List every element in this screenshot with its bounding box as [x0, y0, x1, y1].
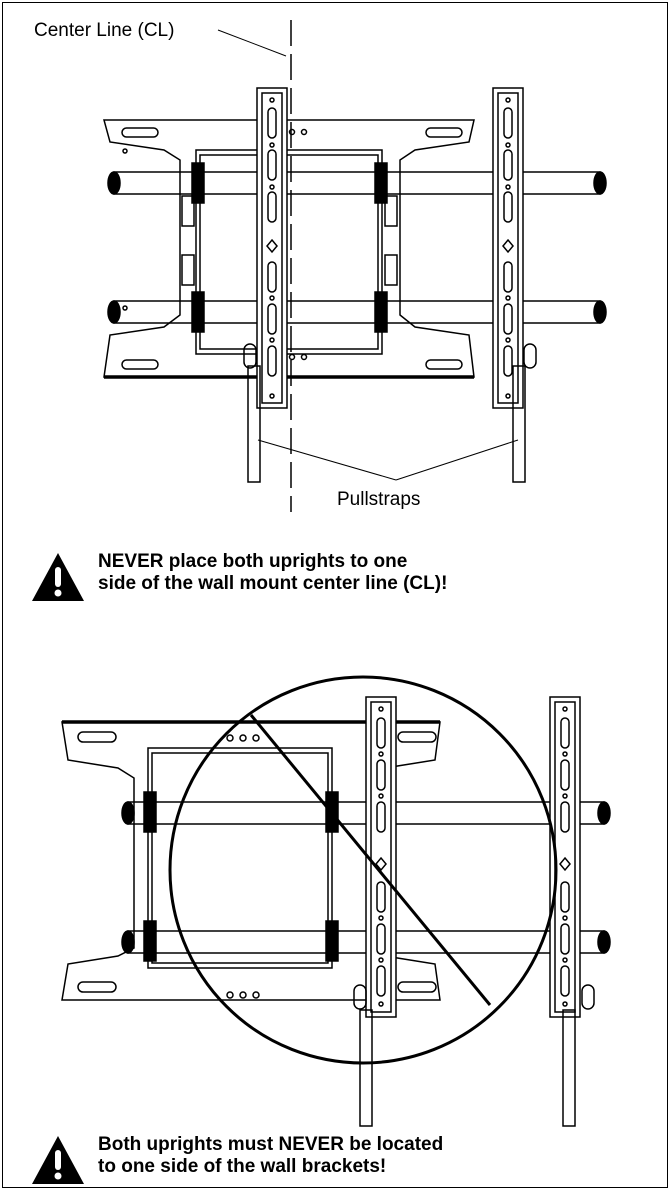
warning-center-line: NEVER place both uprights to one side of…: [30, 551, 447, 603]
warning-line: NEVER place both uprights to one: [98, 551, 408, 572]
correct-mount-diagram: [103, 20, 607, 512]
pullstraps-label: Pullstraps: [337, 489, 421, 510]
warning-triangle-icon: [32, 553, 84, 601]
warning-text: Both uprights must NEVER be located to o…: [98, 1134, 443, 1178]
warning-line: Both uprights must NEVER be located: [98, 1134, 444, 1155]
incorrect-mount-diagram: [61, 675, 611, 1127]
warning-text: NEVER place both uprights to one side of…: [98, 551, 447, 595]
center-line-label: Center Line (CL): [34, 20, 175, 41]
warning-triangle-icon: [32, 1136, 84, 1184]
wall-plate: [103, 119, 475, 378]
upright-lower-left: [353, 696, 397, 1127]
upright-right: [492, 87, 537, 483]
wall-plate-lower: [61, 721, 441, 1001]
warning-wall-brackets: Both uprights must NEVER be located to o…: [30, 1134, 443, 1186]
prohibition-circle-icon: [168, 675, 558, 1065]
warning-line: side of the wall mount center line (CL)!: [98, 573, 448, 594]
upright-left: [243, 87, 288, 483]
upright-lower-right: [549, 696, 595, 1127]
warning-line: to one side of the wall brackets!: [98, 1156, 387, 1177]
